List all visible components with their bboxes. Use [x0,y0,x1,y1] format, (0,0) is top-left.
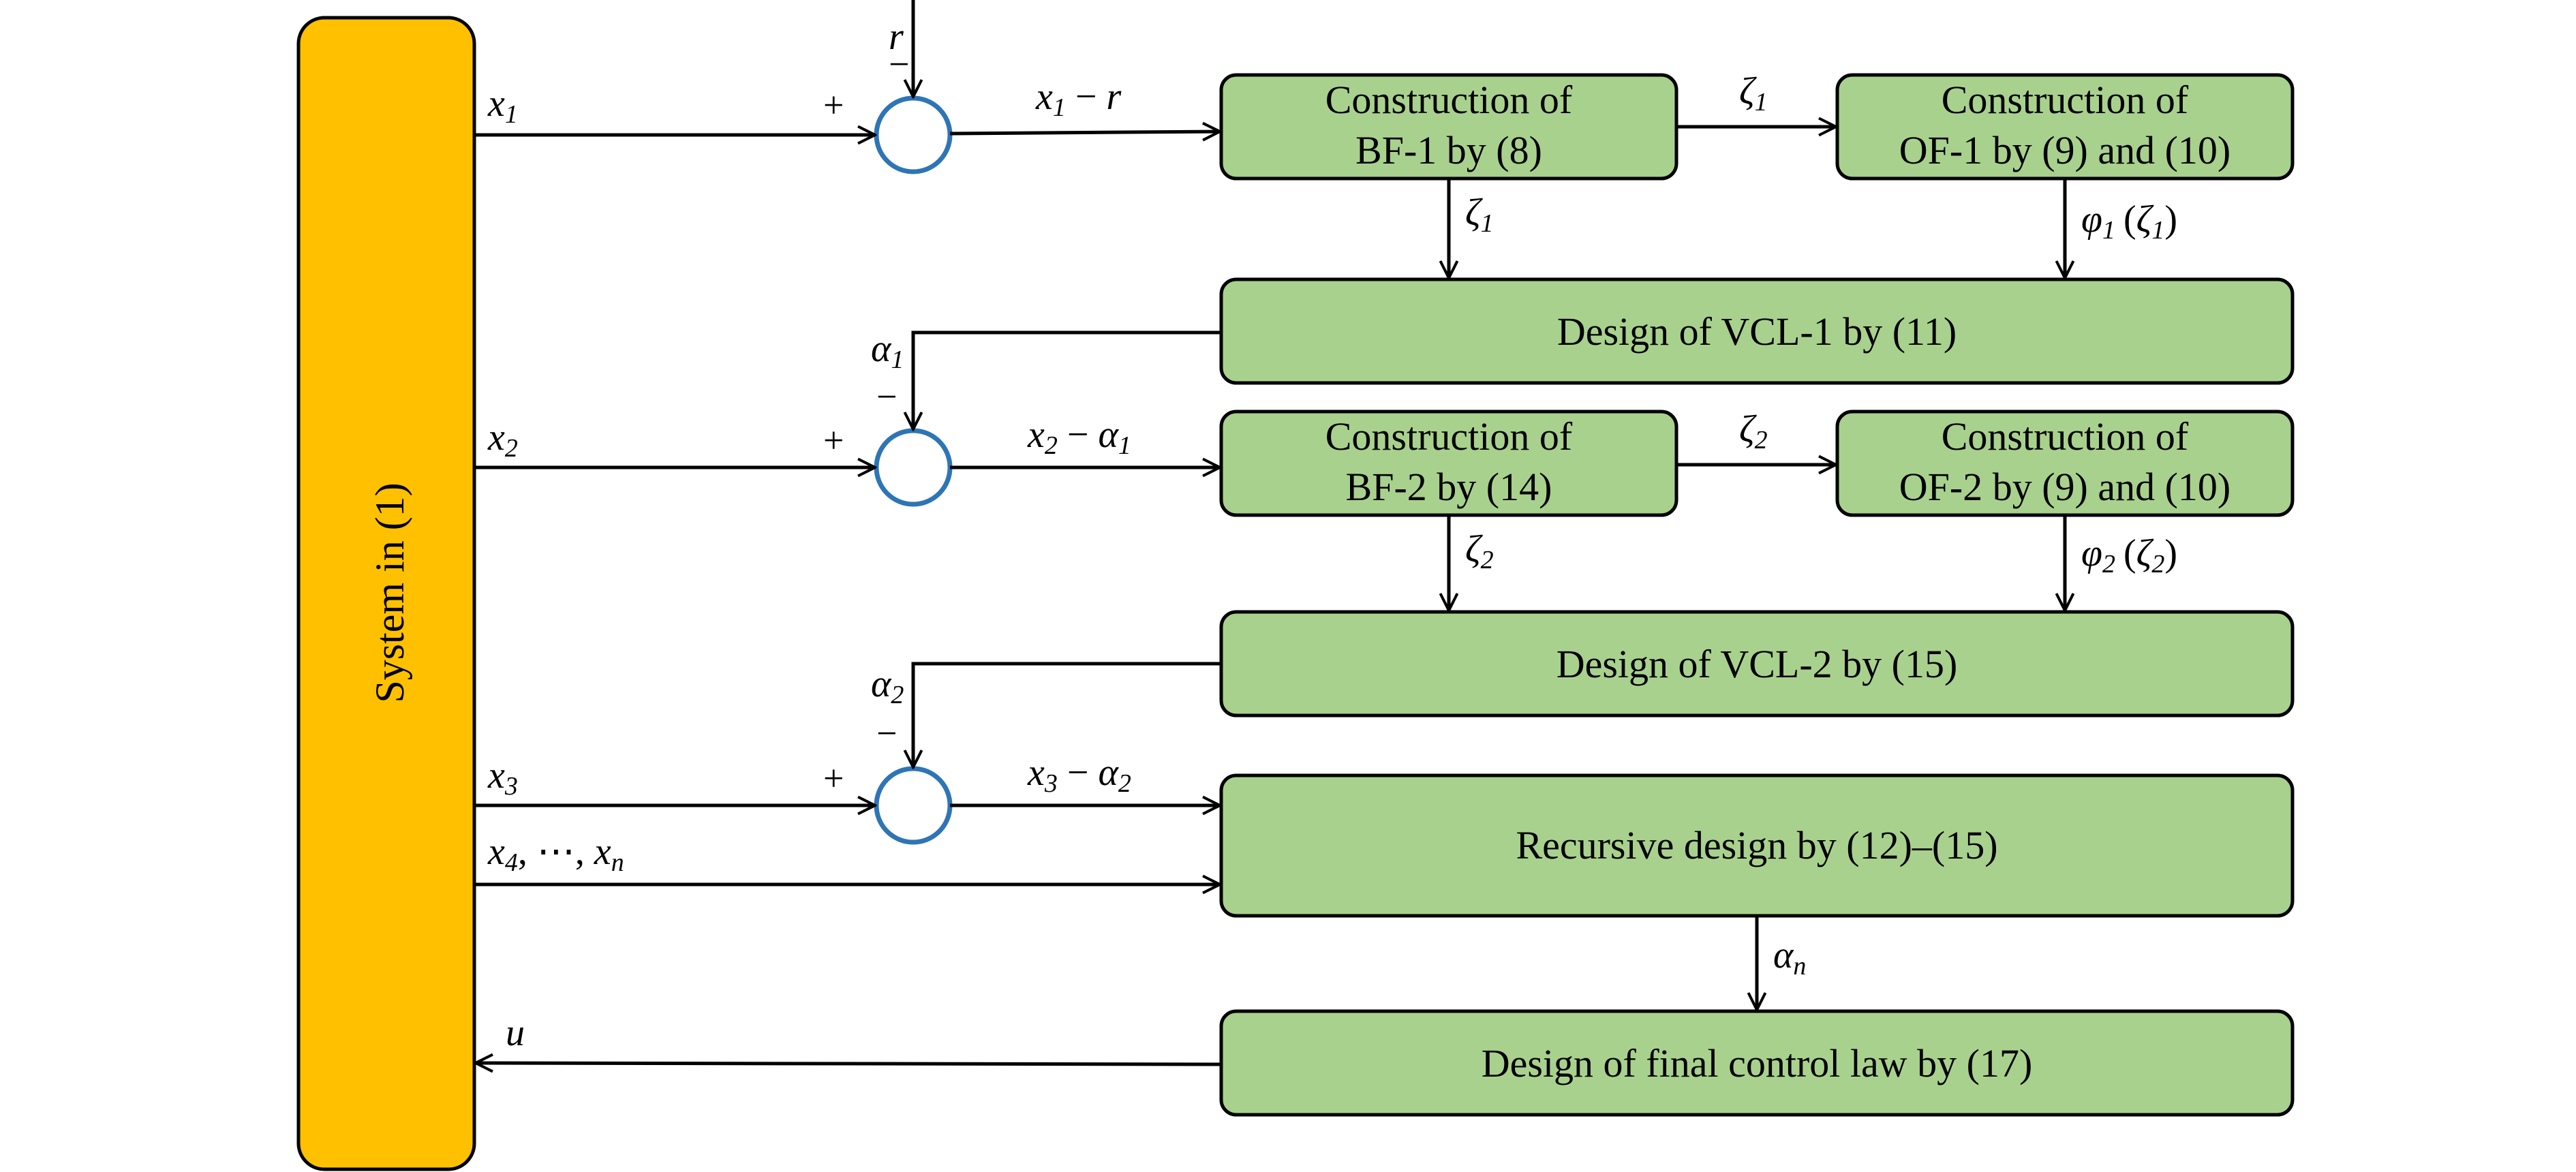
sign-plus-1: + [823,84,844,125]
label-x1: x1 [487,82,518,129]
wire-alpha2 [913,662,1221,767]
vcl2-label: Design of VCL-2 by (15) [1557,642,1958,686]
sign-plus-3: + [823,758,844,799]
label-x4-xn: x4, ⋯, xn [487,831,624,877]
vcl1-label: Design of VCL-1 by (11) [1557,309,1957,354]
label-phi2: φ2(ζ2) [2081,532,2177,579]
sign-alpha2-minus: − [876,713,897,754]
final-label: Design of final control law by (17) [1482,1041,2033,1085]
system-label: System in (1) [367,482,412,703]
of2-line1: Construction of [1942,414,2189,459]
wire-u [476,1063,1222,1064]
wire-e1 [949,132,1220,134]
label-x3: x3 [487,754,518,801]
sign-plus-2: + [823,420,844,461]
system-block [296,16,476,1171]
label-u: u [506,1012,525,1054]
of1-line1: Construction of [1942,78,2189,122]
recursive-label: Recursive design by (12)–(15) [1516,823,1997,867]
summing-junction-3 [874,766,953,845]
label-zeta2-down: ζ2 [1465,528,1494,574]
label-x2: x2 [487,416,518,463]
wire-alpha1 [913,330,1221,429]
label-x3-minus-alpha2: x3−α2 [1027,752,1131,798]
summing-junction-1 [874,95,953,174]
summing-junction-2 [874,428,953,507]
of1-line2: OF-1 by (9) and (10) [1899,128,2230,172]
label-x2-minus-alpha1: x2−α1 [1027,414,1131,460]
label-zeta1-down: ζ1 [1465,191,1494,238]
bf1-line2: BF-1 by (8) [1355,128,1542,172]
label-x1-minus-r: x1−r [1035,76,1121,122]
label-phi1: φ1(ζ1) [2081,198,2177,245]
label-alphan: αn [1773,934,1806,981]
label-alpha2: α2 [871,663,904,709]
bf2-line2: BF-2 by (14) [1346,465,1552,509]
of2-line2: OF-2 by (9) and (10) [1899,465,2230,509]
label-zeta2-right: ζ2 [1739,408,1768,454]
label-r: r [889,16,904,58]
sign-alpha1-minus: − [876,376,897,417]
sign-r-minus: − [889,44,909,84]
label-zeta1-right: ζ1 [1739,70,1768,117]
label-alpha1: α1 [871,328,904,374]
bf2-line1: Construction of [1325,414,1573,459]
bf1-line1: Construction of [1325,78,1573,122]
